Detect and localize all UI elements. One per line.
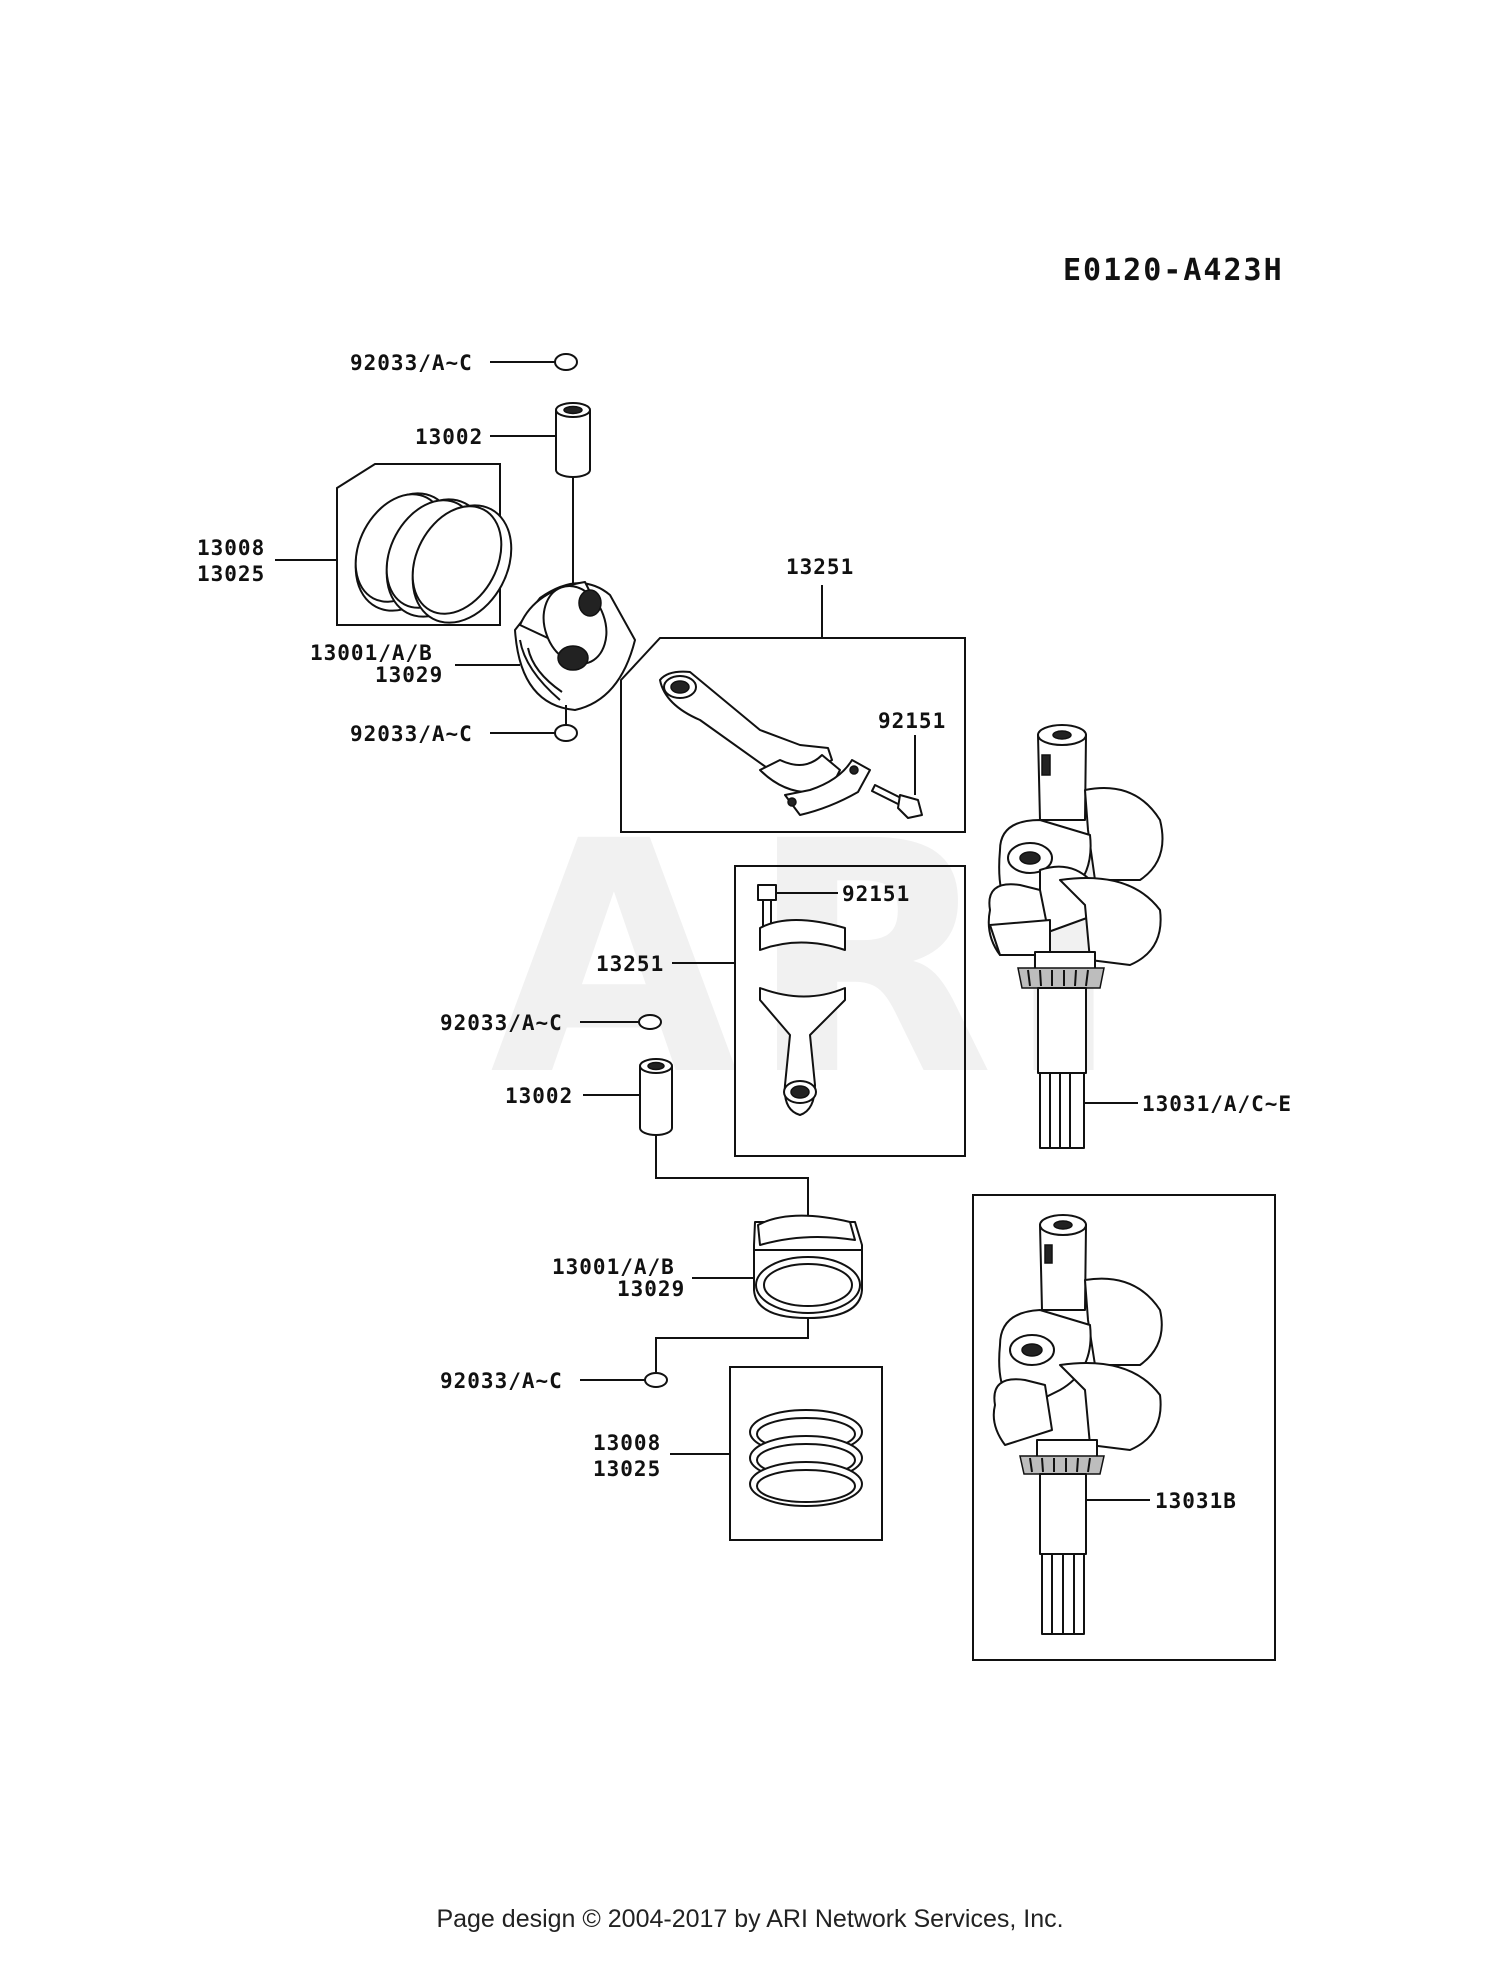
label-13031B: 13031B (1155, 1489, 1237, 1513)
label-13029-top: 13029 (375, 663, 443, 687)
rod-bolt-top[interactable] (871, 784, 923, 819)
piston-mid[interactable] (753, 1214, 863, 1319)
label-92151-mid: 92151 (842, 882, 910, 906)
rod-bolt-mid[interactable] (757, 884, 777, 929)
label-13025-mid: 13025 (593, 1457, 661, 1481)
footer-copyright: Page design © 2004-2017 by ARI Network S… (436, 1905, 1064, 1933)
piston-rings-mid[interactable] (749, 1409, 863, 1507)
label-13008-mid: 13008 (593, 1431, 661, 1455)
circlip-top[interactable] (554, 353, 578, 371)
label-13251-top: 13251 (786, 555, 854, 579)
piston-rings-top[interactable] (336, 476, 531, 640)
crankshaft-bottom[interactable] (992, 1214, 1163, 1635)
label-92033-top: 92033/A~C (350, 351, 473, 375)
label-13031-top: 13031/A/C~E (1142, 1092, 1292, 1116)
circlip-mid[interactable] (638, 1014, 662, 1030)
circlip-top-lower[interactable] (554, 724, 578, 742)
label-92151-top: 92151 (878, 709, 946, 733)
label-13002-mid: 13002 (505, 1084, 573, 1108)
label-13251-mid: 13251 (596, 952, 664, 976)
label-92033-mid-lower: 92033/A~C (440, 1369, 563, 1393)
label-13008-top: 13008 (197, 536, 265, 560)
piston-pin-mid[interactable] (639, 1058, 673, 1136)
label-13002-top: 13002 (415, 425, 483, 449)
piston-pin-top[interactable] (555, 402, 591, 478)
label-92033-mid: 92033/A~C (440, 1011, 563, 1035)
label-13001-top: 13001/A/B (310, 641, 433, 665)
crankshaft-top[interactable] (987, 724, 1164, 1149)
rod-box-top (620, 637, 966, 833)
circlip-mid-lower[interactable] (644, 1372, 668, 1388)
label-13029-mid: 13029 (617, 1277, 685, 1301)
connecting-rod-mid[interactable] (759, 919, 846, 1116)
label-13025-top: 13025 (197, 562, 265, 586)
piston-top[interactable] (514, 577, 636, 711)
label-13001-mid: 13001/A/B (552, 1255, 675, 1279)
connecting-rod-top[interactable] (659, 670, 871, 816)
diagram-code: E0120-A423H (1063, 253, 1284, 288)
label-92033-top-lower: 92033/A~C (350, 722, 473, 746)
rod-box-mid (734, 865, 966, 1157)
crank-box-bottom (972, 1194, 1276, 1661)
